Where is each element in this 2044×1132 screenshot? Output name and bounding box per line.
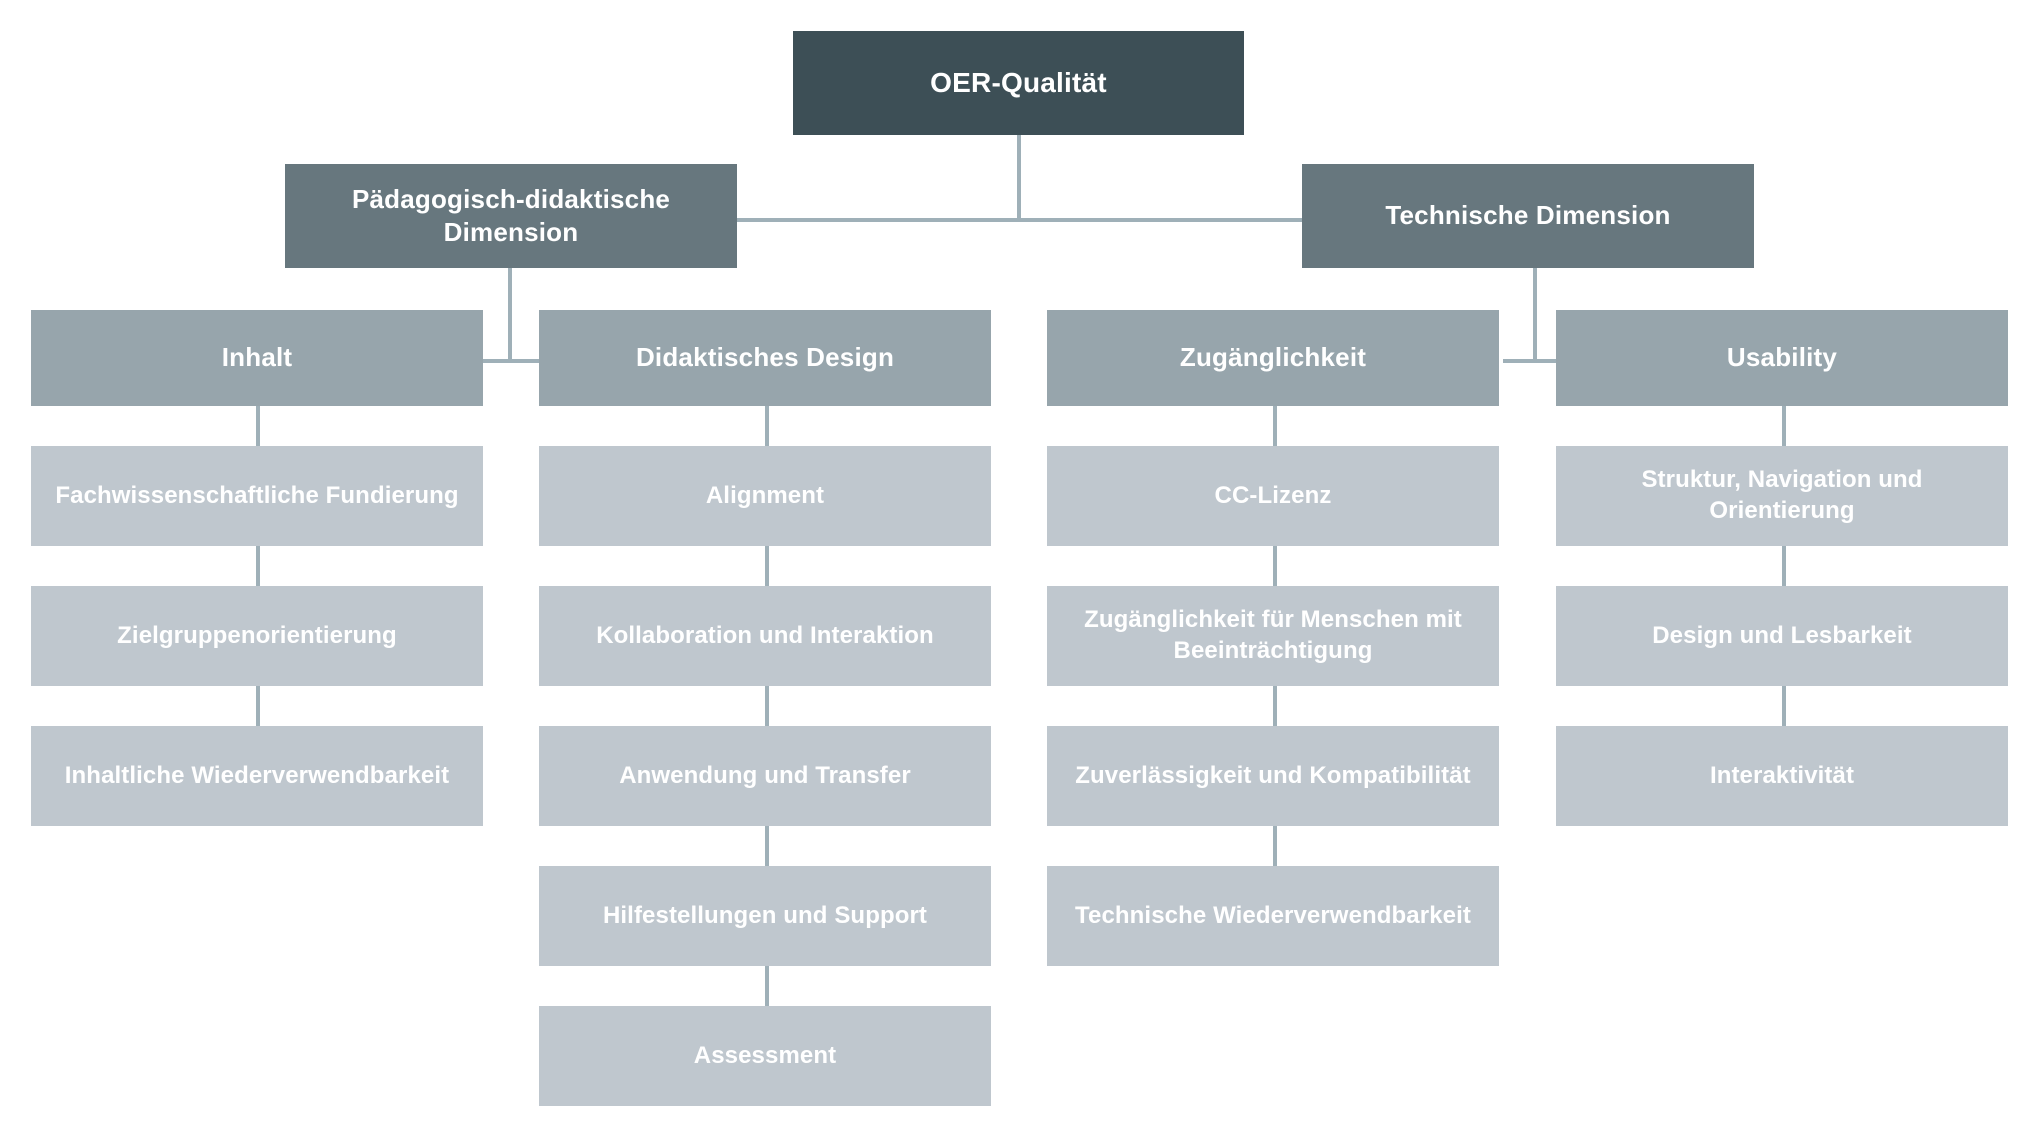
leaf-technische-wiederverwendbarkeit[interactable]: Technische Wiederverwendbarkeit	[1047, 866, 1499, 966]
node-category-didaktisches-design[interactable]: Didaktisches Design	[539, 310, 991, 406]
node-category-inhalt[interactable]: Inhalt	[31, 310, 483, 406]
leaf-zugaenglichkeit-fuer-menschen-mit-beeintraechtigung[interactable]: Zugänglichkeit für Menschen mit Beeinträ…	[1047, 586, 1499, 686]
connector-dimension-spine	[732, 218, 1305, 222]
connector-dimension-2-down	[1533, 268, 1537, 362]
connector-inhalt-3	[256, 686, 260, 726]
node-category-zugaenglichkeit[interactable]: Zugänglichkeit	[1047, 310, 1499, 406]
leaf-struktur-navigation-und-orientierung[interactable]: Struktur, Navigation und Orientierung	[1556, 446, 2008, 546]
connector-didaktisches-design-2	[765, 546, 769, 586]
leaf-anwendung-und-transfer[interactable]: Anwendung und Transfer	[539, 726, 991, 826]
connector-category-bridge-left	[478, 359, 542, 363]
leaf-design-und-lesbarkeit[interactable]: Design und Lesbarkeit	[1556, 586, 2008, 686]
connector-inhalt-2	[256, 546, 260, 586]
node-oer-qualitaet[interactable]: OER-Qualität	[793, 31, 1244, 135]
connector-dimension-1-down	[508, 268, 512, 362]
connector-didaktisches-design-3	[765, 686, 769, 726]
node-category-usability[interactable]: Usability	[1556, 310, 2008, 406]
leaf-zielgruppenorientierung[interactable]: Zielgruppenorientierung	[31, 586, 483, 686]
leaf-fachwissenschaftliche-fundierung[interactable]: Fachwissenschaftliche Fundierung	[31, 446, 483, 546]
leaf-hilfestellungen-und-support[interactable]: Hilfestellungen und Support	[539, 866, 991, 966]
leaf-assessment[interactable]: Assessment	[539, 1006, 991, 1106]
connector-zugaenglichkeit-1	[1273, 406, 1277, 446]
connector-zugaenglichkeit-2	[1273, 546, 1277, 586]
connector-didaktisches-design-4	[765, 826, 769, 866]
connector-usability-3	[1782, 686, 1786, 726]
node-technische-dimension[interactable]: Technische Dimension	[1302, 164, 1754, 268]
connector-zugaenglichkeit-4	[1273, 826, 1277, 866]
leaf-interaktivitaet[interactable]: Interaktivität	[1556, 726, 2008, 826]
node-paedagogisch-didaktische-dimension[interactable]: Pädagogisch-didaktische Dimension	[285, 164, 737, 268]
connector-usability-2	[1782, 546, 1786, 586]
leaf-inhaltliche-wiederverwendbarkeit[interactable]: Inhaltliche Wiederverwendbarkeit	[31, 726, 483, 826]
leaf-alignment[interactable]: Alignment	[539, 446, 991, 546]
connector-zugaenglichkeit-3	[1273, 686, 1277, 726]
leaf-kollaboration-und-interaktion[interactable]: Kollaboration und Interaktion	[539, 586, 991, 686]
connector-usability-1	[1782, 406, 1786, 446]
connector-didaktisches-design-1	[765, 406, 769, 446]
leaf-cc-lizenz[interactable]: CC-Lizenz	[1047, 446, 1499, 546]
connector-category-bridge-right	[1503, 359, 1567, 363]
connector-root-down	[1017, 135, 1021, 220]
leaf-zuverlaessigkeit-und-kompatibilitaet[interactable]: Zuverlässigkeit und Kompatibilität	[1047, 726, 1499, 826]
connector-didaktisches-design-5	[765, 966, 769, 1006]
connector-inhalt-1	[256, 406, 260, 446]
